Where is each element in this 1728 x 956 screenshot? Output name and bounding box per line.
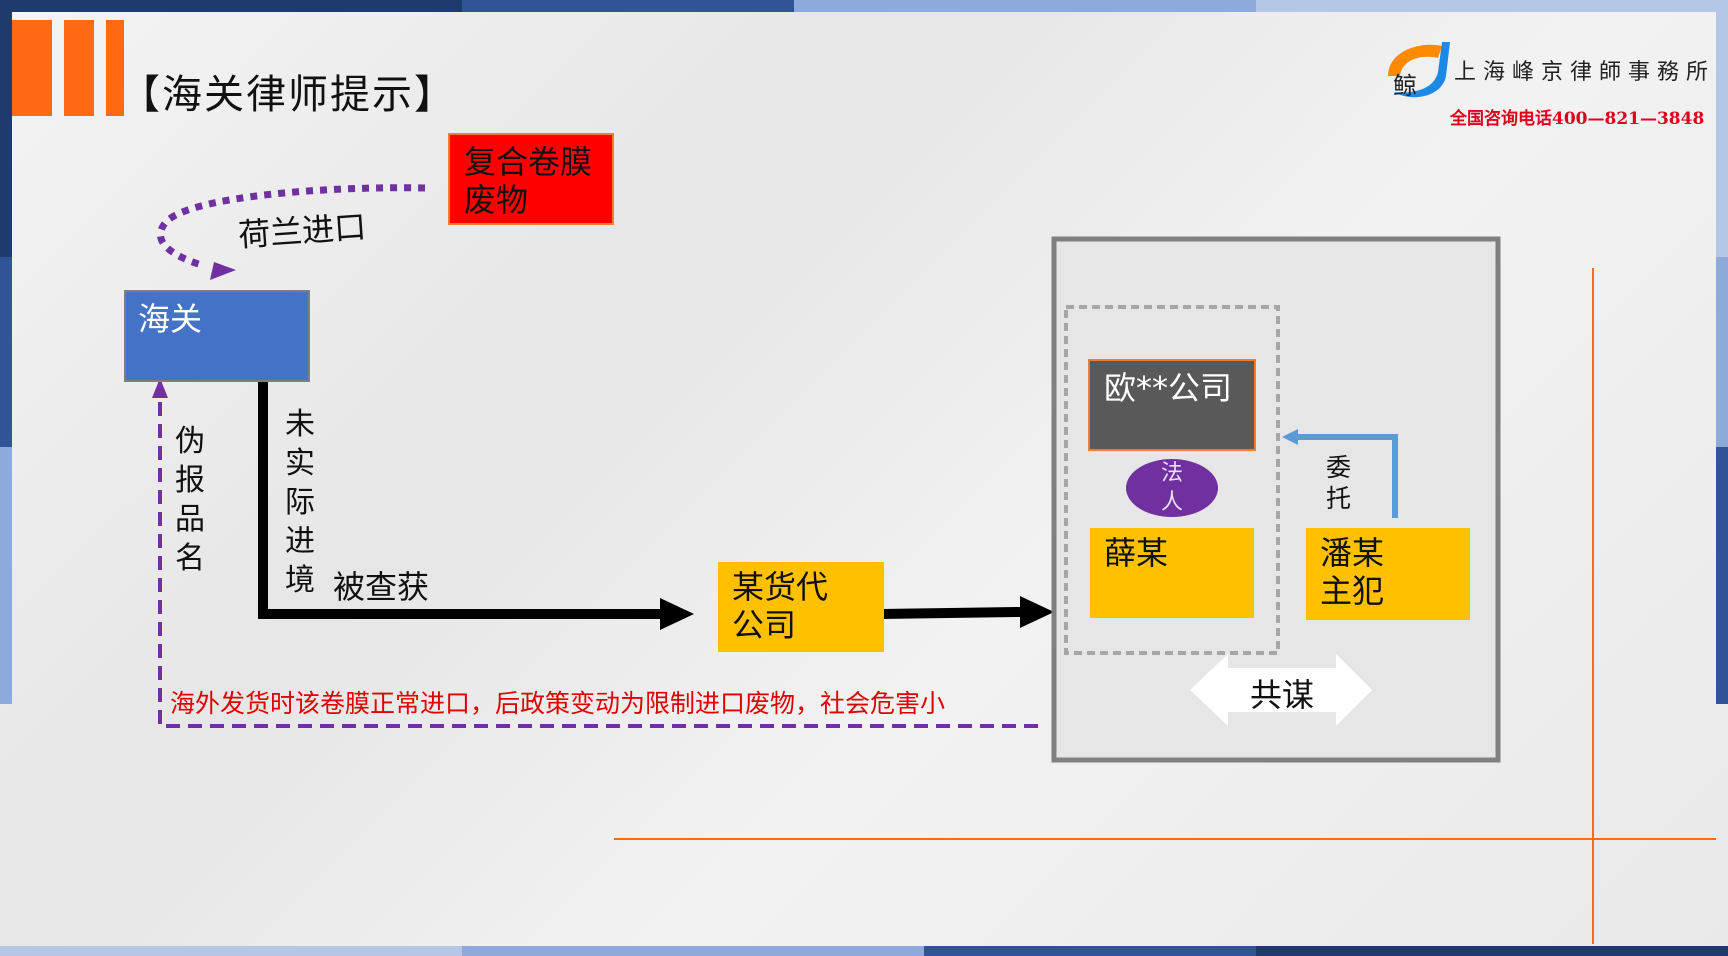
bottom-bar-light (462, 946, 924, 956)
top-bar-light (794, 0, 1256, 12)
customs-box-label: 海关 (138, 300, 203, 338)
bottom-bar-mid (924, 946, 1256, 956)
logo-mark-char: 鲸 (1393, 72, 1417, 100)
title-block-3 (106, 20, 124, 116)
false-report-arrow (158, 394, 1038, 728)
title-block-2 (64, 20, 94, 116)
xue-box: 薛某 (1090, 528, 1254, 618)
seized-flow-arrowhead (660, 598, 694, 630)
import-label: 荷兰进口 (236, 207, 368, 255)
not-entered-label: 未实际进境 (285, 407, 315, 598)
page-title: 【海关律师提示】 (120, 72, 456, 118)
entrust-label: 委 托 (1326, 453, 1352, 513)
seized-label: 被查获 (333, 568, 430, 606)
entrust-arrowhead (1282, 429, 1298, 445)
company-dashed-frame (1064, 305, 1280, 655)
right-strip-top (1716, 12, 1728, 257)
company-box: 欧**公司 (1088, 359, 1256, 451)
title-block-1 (12, 20, 52, 116)
false-report-arrowhead (152, 378, 168, 398)
right-strip-mid (1716, 257, 1728, 447)
seized-flow-line (258, 377, 662, 619)
firm-phone: 全国咨询电话400—821—3848 (1450, 109, 1705, 129)
xue-box-label: 薛某 (1104, 534, 1169, 572)
entrust-arrow (1296, 434, 1398, 518)
orange-guide-horizontal (614, 838, 1716, 840)
forwarder-box-label: 某货代 公司 (732, 568, 829, 644)
false-report-label: 伪报品名 (175, 424, 205, 576)
import-arrowhead (210, 262, 236, 280)
waste-box-label: 复合卷膜 废物 (464, 143, 593, 219)
left-strip-top (0, 12, 12, 257)
orange-guide-vertical (1592, 268, 1594, 944)
right-strip-low (1716, 447, 1728, 704)
bottom-bar-dark (1256, 946, 1728, 956)
waste-box: 复合卷膜 废物 (448, 133, 614, 225)
conspiracy-double-arrow (1190, 654, 1372, 726)
pan-box: 潘某 主犯 (1306, 528, 1470, 620)
forwarder-to-group-line (882, 607, 1021, 619)
top-bar-pale (1256, 0, 1728, 12)
customs-box: 海关 (124, 290, 310, 382)
top-bar-dark (0, 0, 462, 12)
legal-person-badge: 法 人 (1126, 459, 1218, 517)
note-text: 海外发货时该卷膜正常进口，后政策变动为限制进口废物，社会危害小 (170, 689, 946, 718)
left-strip-low (0, 447, 12, 704)
firm-name: 上海峰京律師事務所 (1454, 60, 1716, 85)
firm-logo-icon (1380, 36, 1460, 106)
forwarder-box: 某货代 公司 (718, 562, 884, 652)
legal-person-label: 法 人 (1160, 461, 1183, 515)
forwarder-to-group-arrowhead (1020, 596, 1054, 628)
left-strip-mid (0, 257, 12, 447)
top-bar-mid (462, 0, 794, 12)
conspiracy-label: 共谋 (1250, 676, 1315, 714)
import-arrow (157, 184, 426, 270)
company-box-label: 欧**公司 (1104, 369, 1233, 407)
bottom-bar-pale (0, 946, 462, 956)
pan-box-label: 潘某 主犯 (1320, 534, 1385, 610)
